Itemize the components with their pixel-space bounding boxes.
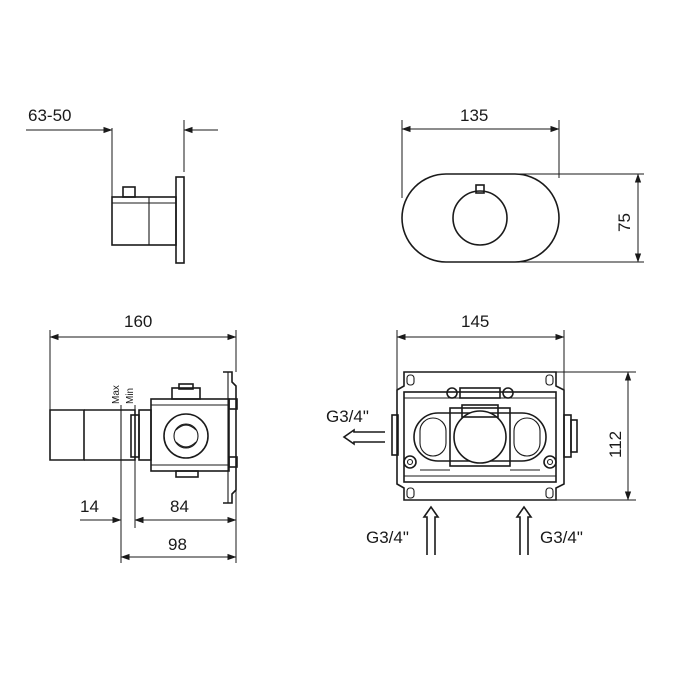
dim-install-depth-label: 98 — [168, 535, 187, 554]
side-view-small: 63-50 — [26, 106, 218, 264]
port-inlet-left-label: G3/4" — [366, 528, 409, 547]
port-inlet-right-label: G3/4" — [540, 528, 583, 547]
dim-body-width-label: 145 — [461, 312, 489, 331]
front-view-plate: 135 75 — [401, 106, 644, 263]
dim-plate-width-label: 135 — [460, 106, 488, 125]
dim-plate-height-label: 75 — [615, 213, 634, 232]
dim-box-depth-label: 84 — [170, 497, 189, 516]
dim-body-height-label: 112 — [606, 431, 625, 458]
side-view-body: 160 Max Min 14 84 — [49, 312, 238, 563]
label-min: Min — [125, 388, 136, 404]
port-outlet-label: G3/4" — [326, 407, 369, 426]
label-max: Max — [111, 385, 122, 404]
dim-depth-label: 63-50 — [28, 106, 71, 125]
dim-total-label: 160 — [124, 312, 152, 331]
front-view-body: 145 112 — [326, 312, 636, 555]
dim-plate-offset-label: 14 — [80, 497, 99, 516]
